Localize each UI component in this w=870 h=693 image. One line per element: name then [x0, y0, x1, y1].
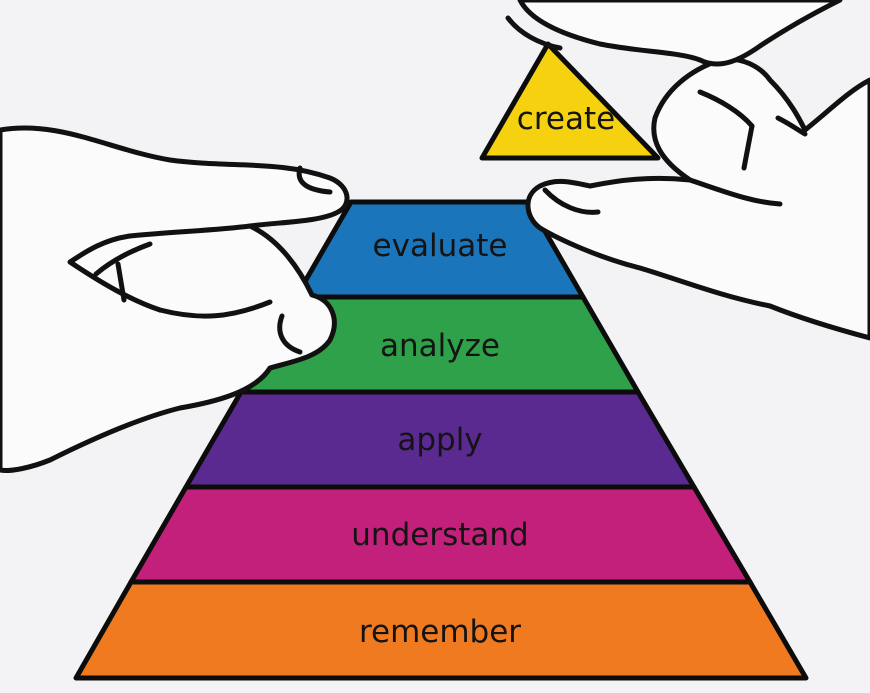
tier-label-understand: understand [351, 517, 528, 553]
tier-create [479, 41, 661, 161]
right-hand-illustration [505, 0, 870, 341]
pyramid [73, 199, 809, 681]
tier-label-apply: apply [397, 422, 482, 458]
tier-label-analyze: analyze [380, 328, 500, 364]
tier-label-create: create [517, 101, 615, 137]
left-hand-illustration [0, 125, 350, 473]
tier-label-remember: remember [359, 614, 521, 650]
tier-label-evaluate: evaluate [373, 228, 508, 264]
